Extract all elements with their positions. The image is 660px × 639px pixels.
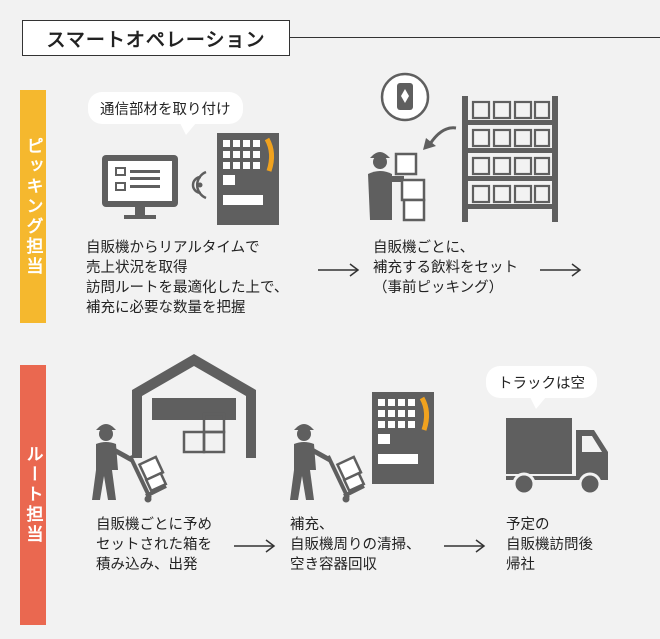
route-step2-text: 補充、 自販機周りの清掃、 空き容器回収: [290, 515, 421, 575]
text-line: 自販機訪問後: [506, 537, 593, 553]
arrow-icon: [540, 263, 582, 277]
text-line: （事前ピッキング）: [373, 280, 504, 296]
warehouse-icon: [132, 354, 256, 458]
route-band-label: ルート担当: [22, 445, 43, 545]
route-step1-text: 自販機ごとに予め セットされた箱を 積み込み、出発: [96, 515, 212, 575]
text-line: セットされた箱を: [96, 537, 212, 553]
text-line: 自販機からリアルタイムで: [86, 240, 260, 256]
picking-band-label: ピッキング担当: [22, 136, 43, 277]
signal-icon: [191, 170, 207, 200]
route-bubble-tail: [530, 397, 546, 409]
text-line: 補充、: [290, 517, 334, 533]
picking-band: ピッキング担当: [20, 90, 46, 323]
hand-truck-icon: [92, 424, 168, 503]
picking-bubble-text: 通信部材を取り付け: [100, 101, 231, 118]
picking-step1-text: 自販機からリアルタイムで 売上状況を取得 訪問ルートを最適化した上で、 補充に必…: [86, 238, 288, 318]
text-line: 訪問ルートを最適化した上で、: [86, 280, 289, 296]
arrow-icon: [234, 539, 276, 553]
vending-machine-icon: [217, 133, 279, 225]
route-bubble: トラックは空: [486, 366, 597, 398]
text-line: 自販機周りの清掃、: [290, 537, 421, 553]
monitor-icon: [102, 155, 178, 219]
text-line: 予定の: [506, 517, 550, 533]
route-bubble-text: トラックは空: [498, 375, 585, 392]
curved-arrow-icon: [423, 126, 457, 150]
worker-icon: [368, 152, 426, 222]
picking-step2-text: 自販機ごとに、 補充する飲料をセット （事前ピッキング）: [373, 238, 518, 298]
text-line: 補充する飲料をセット: [373, 260, 518, 276]
text-line: 積み込み、出発: [96, 557, 198, 573]
phone-icon: [380, 72, 430, 122]
text-line: 補充に必要な数量を把握: [86, 300, 246, 316]
arrow-icon: [444, 539, 486, 553]
text-line: 売上状況を取得: [86, 260, 188, 276]
arrow-icon: [318, 263, 360, 277]
title-rule: [290, 37, 660, 38]
text-line: 自販機ごとに予め: [96, 517, 212, 533]
hand-truck-icon: [290, 424, 366, 503]
text-line: 帰社: [506, 557, 535, 573]
truck-icon: [506, 418, 608, 496]
page-title: スマートオペレーション: [22, 20, 290, 56]
picking-bubble: 通信部材を取り付け: [88, 92, 243, 124]
text-line: 空き容器回収: [290, 557, 377, 573]
route-step3-text: 予定の 自販機訪問後 帰社: [506, 515, 593, 575]
text-line: 自販機ごとに、: [373, 240, 475, 256]
picking-bubble-tail: [180, 123, 196, 135]
shelf-icon: [462, 96, 558, 222]
vending-machine-icon: [372, 392, 434, 484]
route-band: ルート担当: [20, 365, 46, 625]
